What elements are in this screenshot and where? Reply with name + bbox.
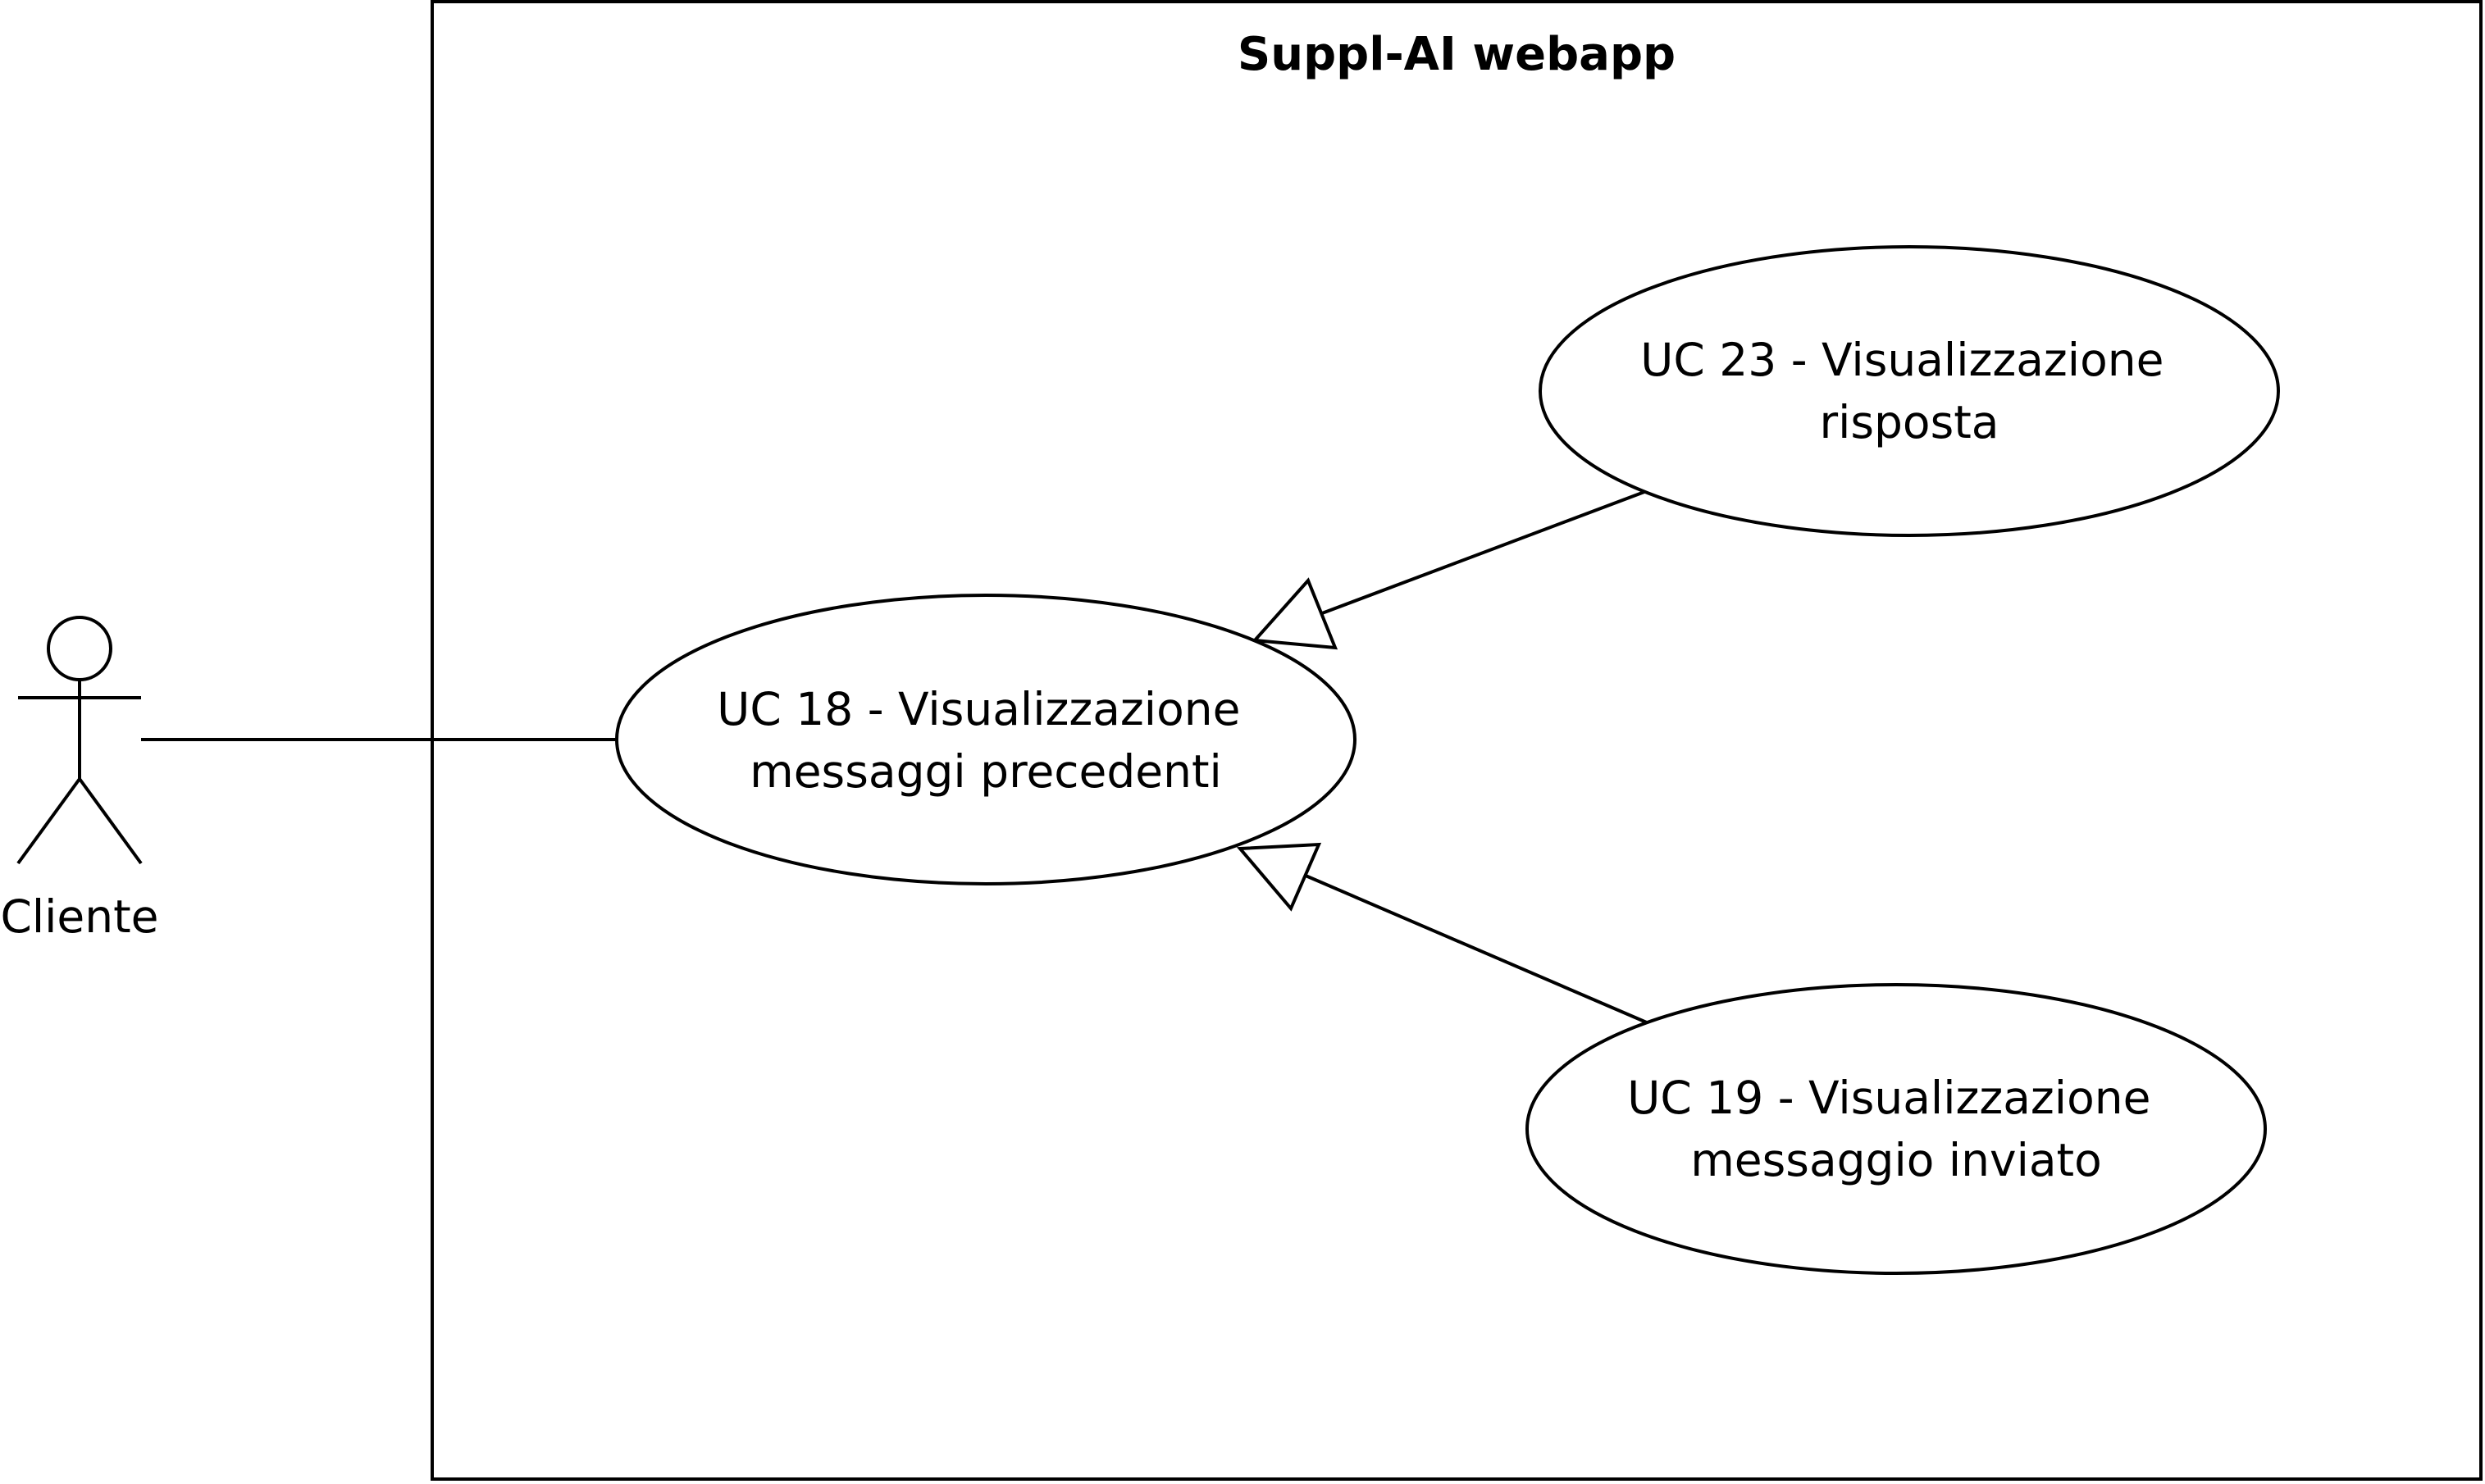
actor-left-leg [16, 777, 81, 865]
use-case-uc23[interactable]: UC 23 - Visualizzazione risposta [1539, 245, 2280, 537]
actor-cliente[interactable]: Cliente [0, 616, 159, 943]
use-case-label-line2: risposta [1819, 396, 1999, 448]
use-case-label-line2: messaggio inviato [1690, 1134, 2102, 1186]
use-case-uc19[interactable]: UC 19 - Visualizzazione messaggio inviat… [1525, 983, 2267, 1275]
use-case-label: UC 19 - Visualizzazione messaggio inviat… [1627, 1072, 2165, 1186]
actor-label: Cliente [0, 890, 158, 943]
use-case-label: UC 23 - Visualizzazione risposta [1640, 334, 2178, 448]
generalization-line [1321, 490, 1645, 615]
use-case-label-line2: messaggi precedenti [750, 745, 1222, 798]
system-title: Suppl-AI webapp [1238, 28, 1676, 81]
use-case-ellipse [615, 594, 1356, 885]
actor-head [47, 616, 112, 681]
use-case-label-line1: UC 23 - Visualizzazione [1640, 334, 2164, 386]
use-case-label-line1: UC 19 - Visualizzazione [1627, 1072, 2150, 1124]
system-boundary: Suppl-AI webapp [431, 0, 2483, 1481]
generalization-line [1305, 874, 1649, 1025]
generalization-uc19-uc18[interactable] [1236, 842, 1649, 1025]
use-case-ellipse [1525, 983, 2267, 1275]
use-case-uc18[interactable]: UC 18 - Visualizzazione messaggi precede… [615, 594, 1356, 885]
use-case-ellipse [1539, 245, 2280, 537]
generalization-arrowhead [1251, 577, 1338, 650]
actor-right-leg [78, 777, 143, 865]
use-case-label-line1: UC 18 - Visualizzazione [717, 683, 1240, 735]
use-case-label: UC 18 - Visualizzazione messaggi precede… [717, 683, 1255, 798]
generalization-arrowhead [1236, 842, 1322, 912]
generalization-uc23-uc18[interactable] [1251, 490, 1645, 650]
